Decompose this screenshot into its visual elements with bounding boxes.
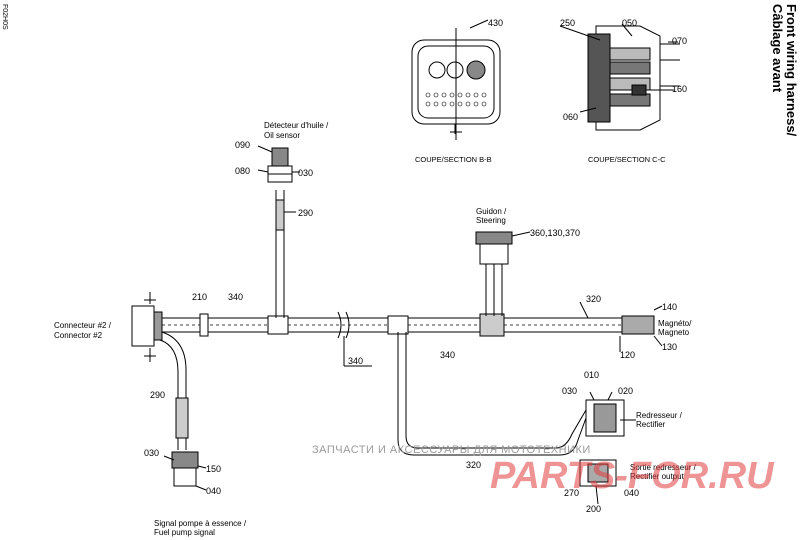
title-line-1: Front wiring harness/: [784, 4, 799, 137]
part-070-label: 070: [672, 36, 687, 46]
connector-2-drawing: [131, 292, 163, 362]
part-050-label: 050: [622, 18, 637, 28]
document-id: F02H0S: [1, 4, 8, 30]
section-b-b-label: COUPE/SECTION B-B: [415, 155, 492, 164]
part-150-label: 150: [206, 464, 221, 474]
diagram-title: Front wiring harness/ Câblage avant: [770, 4, 799, 137]
magneto-en-label: Magneto: [658, 328, 690, 337]
magneto-fr-label: Magnéto/: [658, 319, 692, 328]
section-b-b-drawing: [411, 19, 501, 140]
part-130-label: 130: [662, 342, 677, 352]
part-210-label: 210: [192, 292, 207, 302]
part-200-label: 200: [586, 504, 601, 514]
steering-fr-label: Guidon /: [476, 207, 507, 216]
fuel-pump-fr-label: Signal pompe à essence /: [154, 519, 247, 528]
oil-sensor-fr-label: Détecteur d'huile /: [264, 121, 329, 130]
part-090-label: 090: [235, 140, 250, 150]
part-120-label: 120: [620, 350, 635, 360]
title-line-2: Câblage avant: [770, 4, 785, 93]
part-030-rect-label: 030: [562, 386, 577, 396]
rectifier-en-label: Rectifier: [636, 420, 666, 429]
part-080-label: 080: [235, 166, 250, 176]
section-c-c-label: COUPE/SECTION C-C: [588, 155, 666, 164]
part-040-fuel-label: 040: [206, 486, 221, 496]
part-060-label: 060: [563, 112, 578, 122]
watermark-tagline: ЗАПЧАСТИ И АКСЕССУАРЫ ДЛЯ МОТОТЕХНИКИ: [312, 444, 591, 456]
part-340-box-label: 340: [348, 356, 363, 366]
steering-branch: [475, 231, 531, 316]
part-040-rect-label: 040: [624, 488, 639, 498]
part-430-label: 430: [488, 18, 503, 28]
rectifier-output-en-label: Rectifier output: [630, 472, 685, 481]
part-250-label: 250: [560, 18, 575, 28]
part-340-right-label: 340: [440, 350, 455, 360]
connector-2-fr-label: Connecteur #2 /: [54, 321, 112, 330]
fuel-pump-en-label: Fuel pump signal: [154, 528, 215, 537]
section-c-c-drawing: [559, 23, 680, 131]
steering-en-label: Steering: [476, 216, 506, 225]
fuel-pump-branch: [159, 331, 207, 491]
part-320-bottom-label: 320: [466, 460, 481, 470]
part-360-130-370-label: 360,130,370: [530, 228, 580, 238]
part-030-fuel-label: 030: [144, 448, 159, 458]
part-030-oil-label: 030: [298, 168, 313, 178]
part-320-top-label: 320: [586, 294, 601, 304]
part-020-label: 020: [618, 386, 633, 396]
watermark-brand: PARTS-FOR.RU: [490, 455, 774, 497]
rectifier-harness: [397, 332, 636, 505]
part-140-label: 140: [662, 302, 677, 312]
part-160-label: 160: [672, 84, 687, 94]
part-010-label: 010: [584, 370, 599, 380]
oil-sensor-en-label: Oil sensor: [264, 131, 300, 140]
rectifier-output-fr-label: Sortie redresseur /: [630, 463, 697, 472]
part-340-top-label: 340: [228, 292, 243, 302]
oil-sensor-branch: [257, 145, 300, 318]
magneto-branch: [579, 301, 663, 352]
part-290-bottom-label: 290: [150, 390, 165, 400]
main-harness: [150, 311, 625, 339]
rectifier-fr-label: Redresseur /: [636, 411, 683, 420]
connector-2-en-label: Connector #2: [54, 331, 103, 340]
part-270-label: 270: [564, 488, 579, 498]
part-290-top-label: 290: [298, 208, 313, 218]
